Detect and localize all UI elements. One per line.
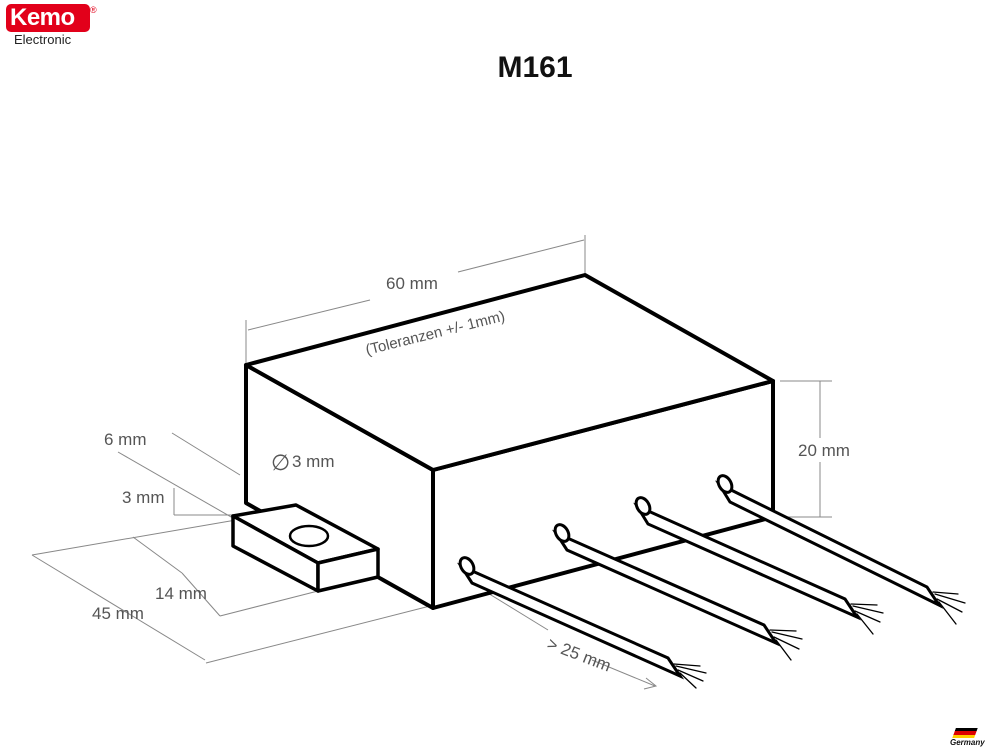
diameter-symbol: ∅ <box>271 450 290 475</box>
mounting-tab <box>231 503 380 593</box>
label-tab-offset: 6 mm <box>104 430 147 449</box>
wire-1 <box>457 556 707 689</box>
germany-flag-icon <box>952 728 978 738</box>
wires <box>457 474 966 689</box>
mounting-hole <box>288 524 330 548</box>
wire-4 <box>715 474 966 625</box>
label-depth: 45 mm <box>92 604 144 623</box>
label-length: 60 mm <box>386 274 438 293</box>
logo-registered-mark: ® <box>90 5 97 15</box>
logo-name: Kemo <box>10 4 75 31</box>
label-height: 20 mm <box>798 441 850 460</box>
logo-subtitle: Electronic <box>14 32 72 47</box>
label-hole: 3 mm <box>292 452 335 471</box>
wire-2 <box>552 523 803 661</box>
dimension-lines <box>31 235 832 690</box>
page-title: M161 <box>497 51 573 84</box>
label-tab-length: 14 mm <box>155 584 207 603</box>
label-tab-thickness: 3 mm <box>122 488 165 507</box>
kemo-logo: Kemo ® Electronic <box>6 4 98 48</box>
logo-badge <box>6 4 90 32</box>
module-housing <box>244 273 775 610</box>
flag-label: Germany <box>950 738 985 747</box>
made-in-germany-flag: Germany <box>946 726 996 750</box>
wire-3 <box>633 496 884 635</box>
